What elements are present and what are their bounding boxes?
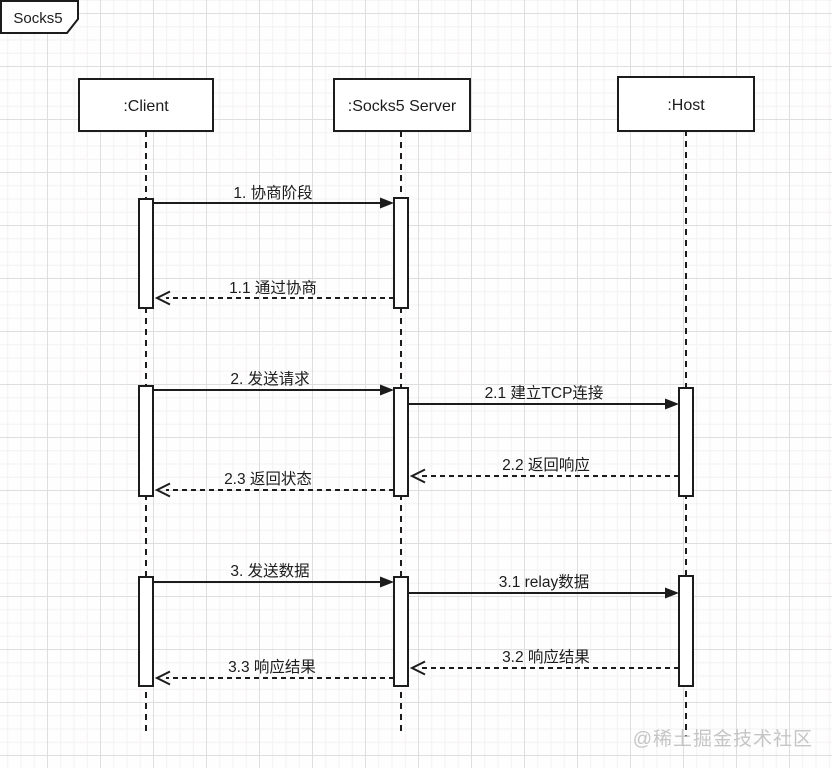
activation-bar-server-phase2 <box>393 387 409 497</box>
message-label-2-2: 2.2 返回响应 <box>502 455 590 474</box>
arrowhead-right-icon <box>665 587 679 599</box>
message-label-1-1: 1.1 通过协商 <box>229 279 317 297</box>
activation-bar-client-phase2 <box>138 385 154 497</box>
diagram-title-tab <box>0 0 79 34</box>
message-label-2-3: 2.3 返回状态 <box>224 470 312 488</box>
participant-label-host: :Host <box>667 97 705 114</box>
message-label-3: 3. 发送数据 <box>230 562 309 580</box>
arrowhead-open-left-icon <box>154 670 171 686</box>
message-label-3-1: 3.1 relay数据 <box>499 573 589 591</box>
arrowhead-right-icon <box>665 398 679 410</box>
arrowhead-open-left-icon <box>409 660 426 676</box>
arrowhead-open-left-icon <box>409 468 426 484</box>
arrowhead-right-icon <box>380 384 394 396</box>
message-label-3-3: 3.3 响应结果 <box>228 657 316 676</box>
arrowhead-right-icon <box>380 197 394 209</box>
activation-bar-client-phase1 <box>138 198 154 309</box>
activation-bar-host-phase3 <box>678 575 694 687</box>
arrowhead-open-left-icon <box>154 482 171 498</box>
message-label-3-2: 3.2 响应结果 <box>502 647 590 666</box>
activation-bar-client-phase3 <box>138 576 154 687</box>
arrowhead-open-left-icon <box>154 290 171 306</box>
participant-label-client: :Client <box>123 98 169 115</box>
participant-label-socks5-server: :Socks5 Server <box>348 98 457 115</box>
participant-box-socks5-server <box>333 78 471 132</box>
message-label-2-1: 2.1 建立TCP连接 <box>485 384 604 402</box>
watermark: @稀土掘金技术社区 <box>633 728 813 750</box>
diagram-title: Socks5 <box>13 10 62 27</box>
participant-box-host <box>617 76 755 132</box>
participant-box-client <box>78 78 214 132</box>
activation-bar-server-phase1 <box>393 197 409 309</box>
activation-bar-host-phase2 <box>678 387 694 497</box>
activation-bar-server-phase3 <box>393 576 409 687</box>
message-label-2: 2. 发送请求 <box>230 370 309 388</box>
arrowhead-right-icon <box>380 576 394 588</box>
message-label-1: 1. 协商阶段 <box>233 184 312 202</box>
